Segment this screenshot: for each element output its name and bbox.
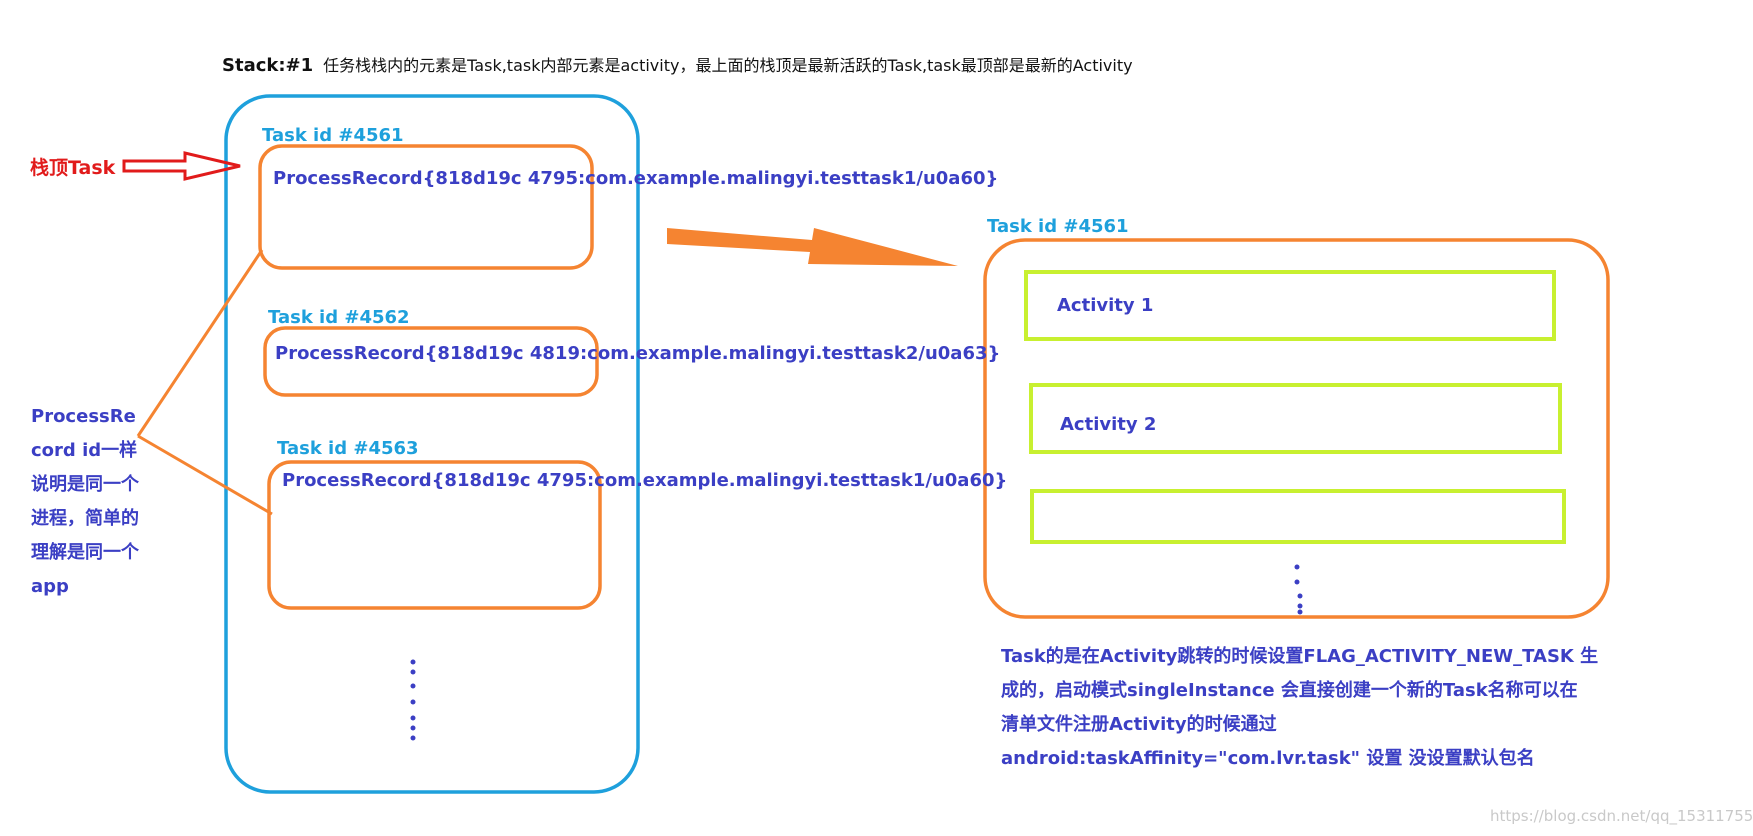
task-box-4563 [267,460,602,610]
activity-box-2 [1029,383,1562,454]
task-ellipsis-dots [1294,564,1303,615]
note-line-1: Task的是在Activity跳转的时候设置FLAG_ACTIVITY_NEW_… [1001,646,1599,667]
task-box-4561 [258,144,594,270]
header-description: 任务栈栈内的元素是Task,task内部元素是activity，最上面的栈顶是最… [323,56,1133,75]
right-task-box [983,238,1610,619]
connector-line-top [136,249,264,437]
right-task-label: Task id #4561 [987,216,1129,237]
note-line-3: 清单文件注册Activity的时候通过 [1001,714,1277,735]
stack-ellipsis-dots [410,659,416,741]
top-task-label: 栈顶Task [30,157,116,179]
process-record-side-note: ProcessRecord id一样说明是同一个进程，简单的理解是同一个app [31,406,139,597]
process-record-4561: ProcessRecord{818d19c 4795:com.example.m… [273,168,999,189]
top-task-arrow [122,151,241,181]
activity-2-label: Activity 2 [1060,414,1157,435]
connector-line-bottom [137,434,273,516]
process-record-4562: ProcessRecord{818d19c 4819:com.example.m… [275,343,1001,364]
process-record-4563: ProcessRecord{818d19c 4795:com.example.m… [282,470,1008,491]
stack-label: Stack:#1 [222,55,314,76]
stack-container [224,94,640,794]
watermark: https://blog.csdn.net/qq_15311755 [1490,807,1753,825]
task-box-4562 [263,326,599,397]
expand-arrow [667,228,958,266]
note-line-4: android:taskAffinity="com.lvr.task" 设置 没… [1001,748,1535,769]
task-label-4562: Task id #4562 [268,307,410,328]
activity-box-1 [1024,270,1556,341]
activity-box-3 [1030,489,1566,544]
note-line-2: 成的，启动模式singleInstance 会直接创建一个新的Task名称可以在 [1001,680,1578,701]
task-creation-note: Task的是在Activity跳转的时候设置FLAG_ACTIVITY_NEW_… [1001,640,1601,776]
header: Stack:#1 任务栈栈内的元素是Task,task内部元素是activity，… [222,52,1133,76]
activity-1-label: Activity 1 [1057,295,1154,316]
task-label-4563: Task id #4563 [277,438,419,459]
task-label-4561: Task id #4561 [262,125,404,146]
